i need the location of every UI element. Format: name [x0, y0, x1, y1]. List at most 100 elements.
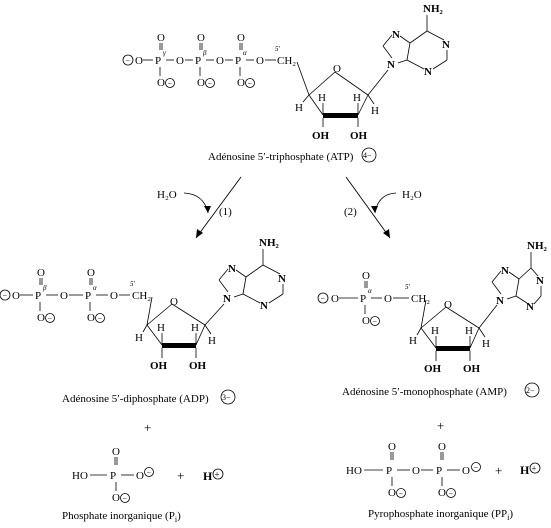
ppi-caption: Pyrophosphate inorganique (PPi) — [368, 508, 514, 523]
atp-caption: Adénosine 5′-triphosphate (ATP) — [208, 151, 354, 163]
svg-text:H: H — [157, 322, 165, 334]
proton-right: H + — [520, 462, 541, 477]
plus-adp: + — [144, 420, 151, 435]
svg-text:HO: HO — [72, 470, 88, 482]
svg-text:O: O — [157, 77, 165, 89]
r1-label: (1) — [219, 206, 232, 218]
svg-text:5′: 5′ — [405, 283, 411, 291]
svg-text:CH₂: CH₂ — [277, 55, 296, 67]
svg-text:+: + — [532, 464, 537, 474]
svg-text:5′: 5′ — [275, 45, 281, 53]
svg-text:−: − — [3, 291, 8, 300]
svg-text:O: O — [157, 32, 165, 44]
svg-text:H: H — [431, 325, 439, 337]
svg-text:H: H — [318, 92, 326, 104]
svg-text:−: − — [399, 489, 404, 498]
svg-text:N: N — [387, 59, 395, 71]
amp-caption: Adénosine 5′-monophosphate (AMP) — [342, 386, 507, 398]
svg-text:OH: OH — [312, 130, 330, 142]
proton-left: H + — [203, 468, 224, 483]
svg-text:P: P — [235, 55, 241, 67]
svg-text:NH₂: NH₂ — [423, 3, 444, 15]
svg-text:N: N — [442, 39, 450, 51]
svg-text:O: O — [388, 487, 396, 499]
svg-text:O: O — [87, 267, 95, 279]
svg-text:O: O — [197, 77, 205, 89]
svg-text:O: O — [362, 315, 370, 327]
svg-text:O: O — [112, 492, 120, 504]
svg-text:4−: 4− — [363, 151, 372, 160]
svg-text:O: O — [256, 55, 264, 67]
svg-text:HO: HO — [346, 465, 362, 477]
svg-text:O: O — [438, 487, 446, 499]
svg-text:−: − — [449, 489, 454, 498]
svg-text:O: O — [388, 441, 396, 453]
svg-text:−: − — [168, 79, 173, 88]
svg-text:O: O — [197, 32, 205, 44]
svg-text:5′: 5′ — [130, 280, 136, 288]
svg-text:N: N — [223, 293, 231, 305]
svg-text:O: O — [37, 312, 45, 324]
svg-text:NH₂: NH₂ — [527, 240, 548, 252]
amp-charge-badge: 2− — [524, 382, 540, 398]
svg-text:O: O — [60, 290, 68, 302]
svg-text:H: H — [520, 463, 530, 477]
svg-text:P: P — [35, 290, 41, 302]
atp-phosphate-chain: − O P γ O O − O P β O O − O — [122, 32, 296, 89]
svg-text:−: − — [248, 79, 253, 88]
svg-text:OH: OH — [150, 360, 168, 372]
svg-text:OH: OH — [424, 363, 442, 375]
svg-text:−: − — [126, 56, 131, 65]
svg-text:OH: OH — [463, 363, 481, 375]
svg-text:−: − — [474, 463, 479, 472]
amp-adenine: N N NH₂ N N — [491, 240, 548, 313]
pi-molecule: HO P O O − O − — [72, 446, 154, 504]
atp-molecule: − O P γ O O − O P β O O − O — [122, 3, 450, 142]
svg-text:H: H — [295, 102, 303, 114]
svg-text:2−: 2− — [526, 386, 535, 395]
svg-text:H: H — [482, 338, 490, 350]
svg-text:P: P — [155, 55, 161, 67]
svg-text:O: O — [135, 55, 143, 67]
r2-label: (2) — [344, 206, 357, 218]
svg-text:H: H — [191, 322, 199, 334]
svg-text:H: H — [371, 105, 379, 117]
adp-adenine: N N NH₂ N N — [218, 237, 286, 312]
adp-molecule: − O P β O O − O P α O O − O — [0, 237, 286, 372]
r1-reagent: H₂O — [157, 189, 177, 201]
svg-text:−: − — [321, 294, 326, 303]
svg-text:O: O — [438, 441, 446, 453]
svg-text:+: + — [215, 470, 220, 480]
r2-reagent: H₂O — [402, 189, 422, 201]
svg-text:O: O — [462, 465, 470, 477]
atp-ribose: O H H H H OH OH — [295, 61, 389, 142]
svg-text:O: O — [87, 312, 95, 324]
svg-text:P: P — [386, 465, 392, 477]
svg-text:−: − — [208, 79, 213, 88]
svg-text:N: N — [424, 66, 432, 78]
amp-phosphate: − O P α O O − O 5′ CH₂ — [317, 270, 430, 327]
svg-text:O: O — [216, 55, 224, 67]
svg-text:O: O — [237, 77, 245, 89]
svg-text:−: − — [98, 314, 103, 323]
svg-text:CH₂: CH₂ — [411, 293, 430, 305]
svg-text:β: β — [202, 49, 207, 57]
svg-text:O: O — [176, 55, 184, 67]
adp-ribose: O H H H H OH OH — [135, 296, 225, 372]
svg-text:N: N — [526, 301, 534, 313]
svg-text:O: O — [333, 63, 341, 75]
svg-text:O: O — [170, 296, 178, 308]
svg-text:P: P — [195, 55, 201, 67]
svg-text:N: N — [278, 273, 286, 285]
svg-text:N: N — [260, 300, 268, 312]
svg-text:N: N — [228, 263, 236, 275]
svg-text:−: − — [123, 494, 128, 503]
svg-text:O: O — [331, 293, 339, 305]
svg-text:P: P — [110, 470, 116, 482]
svg-text:O: O — [37, 267, 45, 279]
reaction-arrow-1: H₂O (1) — [157, 176, 242, 239]
svg-text:OH: OH — [350, 130, 368, 142]
svg-text:CH₂: CH₂ — [132, 290, 151, 302]
adp-phosphate-chain: − O P β O O − O P α O O − O — [0, 267, 151, 324]
